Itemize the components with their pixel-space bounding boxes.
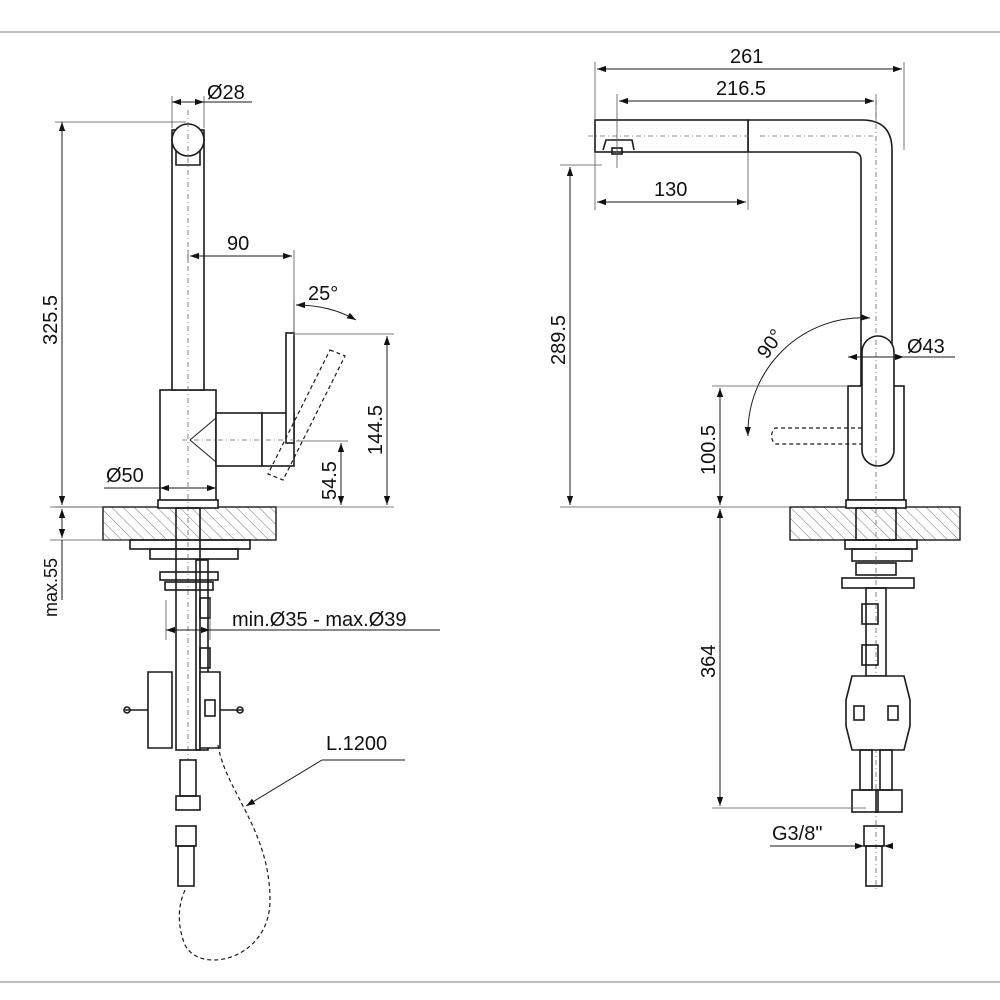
dim-height-325: 325.5 (40, 295, 62, 345)
dim-hole-diameter: min.Ø35 - max.Ø39 (232, 609, 407, 631)
front-weight-slot-left (853, 705, 865, 721)
dim-diameter-43: Ø43 (907, 336, 945, 358)
dim-diameter-50: Ø50 (106, 465, 144, 487)
front-mount-washer (851, 548, 913, 562)
side-nut-1 (159, 571, 219, 581)
side-countertop (102, 506, 277, 541)
front-view: 261 216.5 130 289.5 90° Ø43 100.5 364 (548, 46, 961, 890)
side-hose-lower (177, 845, 195, 887)
dim-height-144: 144.5 (365, 405, 387, 455)
dim-depth-364: 364 (698, 645, 720, 678)
front-lever (861, 335, 895, 467)
front-spray-nozzle (602, 139, 635, 151)
side-screw-knob-left (123, 706, 131, 714)
front-hose-nut-right (875, 789, 903, 813)
side-nut-2 (164, 581, 214, 591)
front-weight-block (845, 675, 911, 751)
front-connector (863, 825, 885, 847)
side-hose-nut-lower (175, 825, 197, 847)
front-nut-2 (841, 577, 915, 589)
dim-reach-216: 216.5 (716, 78, 766, 100)
side-clamp-left (147, 671, 173, 749)
front-spray-head (594, 119, 749, 153)
side-mount-plate (129, 539, 251, 550)
dim-thread-g38: G3/8" (772, 823, 822, 845)
side-lever-housing (215, 412, 263, 467)
side-screw-knob-right (236, 706, 244, 714)
dim-diameter-28: Ø28 (207, 82, 245, 104)
front-fitting-2 (861, 644, 879, 666)
front-hose-lower (865, 845, 883, 887)
side-hose-nut-upper (175, 795, 201, 811)
front-shank-top (855, 507, 897, 541)
side-view: Ø28 325.5 90 25° 144.5 54.5 Ø50 max (40, 82, 440, 961)
dim-height-100: 100.5 (698, 425, 720, 475)
front-countertop (789, 506, 961, 541)
side-spray-head (175, 150, 201, 166)
side-clamp-right (199, 671, 221, 749)
side-lever-handle (285, 332, 295, 444)
dim-head-130: 130 (654, 179, 687, 201)
side-supply-rod (195, 559, 209, 751)
dim-height-289: 289.5 (548, 315, 570, 365)
front-hose-right (879, 749, 893, 791)
side-fitting-2 (199, 647, 211, 669)
front-hose-nut-left (851, 789, 879, 813)
dim-hose-length: L.1200 (326, 733, 387, 755)
front-fitting-1 (861, 603, 879, 625)
front-hose-left (859, 749, 873, 791)
dim-angle-25: 25° (308, 283, 338, 305)
dim-width-261: 261 (730, 46, 763, 68)
dim-max-55: max.55 (41, 558, 61, 617)
side-mount-washer (149, 548, 239, 560)
front-weight-slot-right (887, 705, 899, 721)
side-lever-tilted (267, 349, 346, 481)
dim-height-54: 54.5 (319, 461, 341, 500)
side-body-hidden-cone (189, 417, 217, 463)
side-pullout-hose (178, 744, 271, 961)
dim-angle-90: 90° (753, 325, 788, 362)
side-clamp-slot (204, 699, 216, 717)
front-nut-1 (855, 562, 897, 576)
front-mount-plate (844, 539, 918, 550)
side-hose-upper (179, 759, 197, 797)
dim-reach-90: 90 (227, 233, 249, 255)
